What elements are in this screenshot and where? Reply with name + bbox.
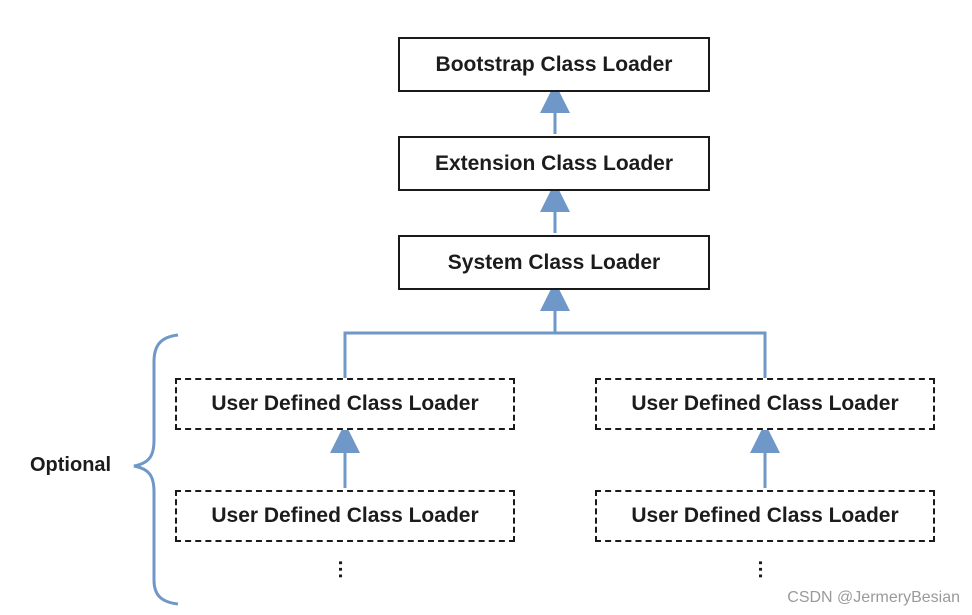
continuation-ellipsis-left: ... <box>334 560 356 580</box>
extension-class-loader-node: Extension Class Loader <box>398 136 710 191</box>
user-defined-class-loader-node: User Defined Class Loader <box>595 378 935 430</box>
connector-left-user-to-system <box>343 331 555 378</box>
connector-right-user-to-system <box>555 331 767 378</box>
user-defined-class-loader-node: User Defined Class Loader <box>175 490 515 542</box>
continuation-ellipsis-right: ... <box>754 560 776 580</box>
user-defined-class-loader-node: User Defined Class Loader <box>595 490 935 542</box>
user-defined-class-loader-node: User Defined Class Loader <box>175 378 515 430</box>
system-class-loader-node: System Class Loader <box>398 235 710 290</box>
watermark-text: CSDN @JermeryBesian <box>787 589 960 606</box>
optional-brace <box>133 333 179 606</box>
optional-label: Optional <box>30 454 112 476</box>
bootstrap-class-loader-node: Bootstrap Class Loader <box>398 37 710 92</box>
